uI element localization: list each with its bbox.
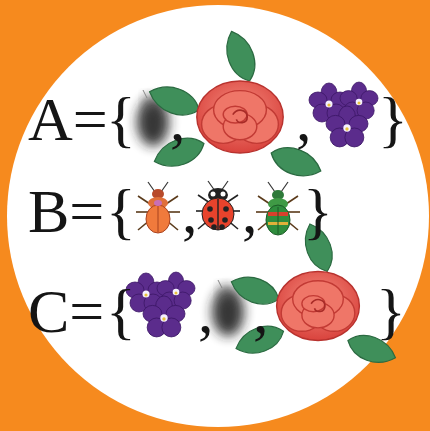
set-name: A= — [28, 88, 108, 150]
green-beetle — [256, 182, 300, 235]
brace: { — [106, 280, 136, 342]
white-disc — [7, 5, 429, 427]
set-name: B= — [28, 180, 104, 242]
brace: { — [106, 88, 136, 150]
brace: } — [378, 88, 408, 150]
orange-beetle — [136, 182, 180, 233]
rose — [145, 27, 325, 183]
violets — [126, 272, 195, 337]
comma: , — [170, 88, 186, 150]
violets — [309, 82, 378, 147]
brace: { — [106, 180, 136, 242]
comma: , — [296, 88, 312, 150]
set-name: C= — [28, 280, 104, 342]
rose — [227, 220, 399, 369]
comma: , — [242, 180, 258, 242]
ladybug — [196, 181, 240, 230]
pictures — [126, 27, 400, 369]
comma: , — [198, 280, 214, 342]
comma: , — [253, 280, 269, 342]
brace: } — [303, 180, 333, 242]
comma: , — [182, 180, 198, 242]
brace: } — [376, 280, 406, 342]
